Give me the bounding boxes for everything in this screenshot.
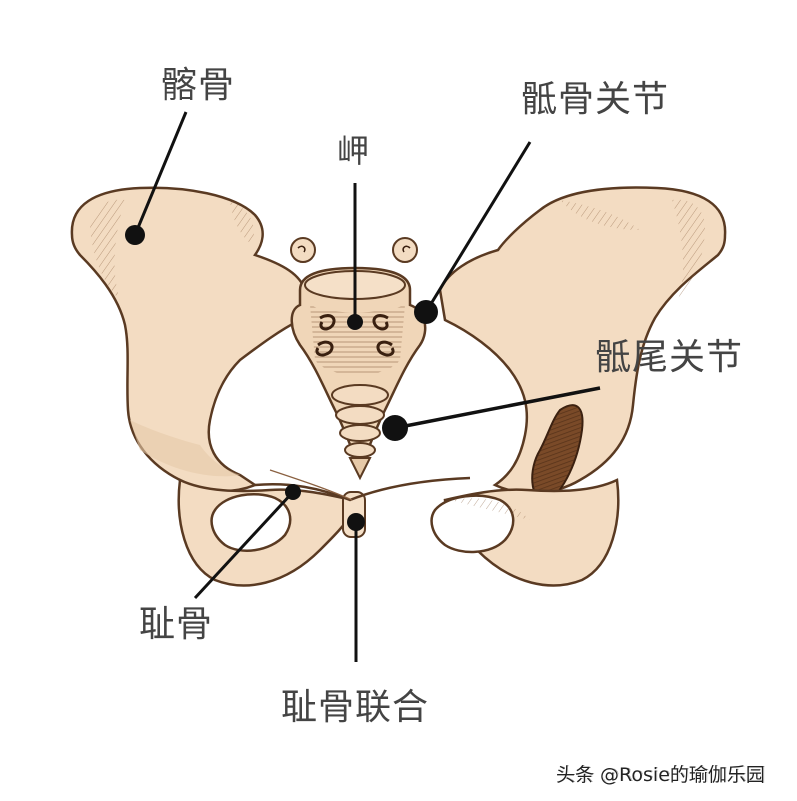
pointer-dot-sacroiliac [414, 300, 438, 324]
coccyx [331, 384, 389, 481]
pointer-dot-sacrococcygeal [382, 415, 408, 441]
label-ilium: 髂骨 [161, 65, 236, 106]
label-pubic-symphysis: 耻骨联合 [281, 687, 430, 728]
label-sacroiliac-joint: 骶骨关节 [521, 79, 670, 120]
label-sacrococcygeal-joint: 骶尾关节 [595, 337, 744, 378]
watermark: 头条 @Rosie的瑜伽乐园 [556, 764, 765, 786]
pointer-sacroiliac [424, 141, 532, 313]
pointer-dot-ilium [125, 225, 145, 245]
pointer-dot-pubis [285, 484, 301, 500]
right-ilium [438, 186, 727, 507]
pointer-dot-symphysis [347, 513, 365, 531]
pointer-sacrococcygeal [394, 386, 601, 430]
left-ilium [70, 186, 307, 493]
pointers [125, 111, 601, 662]
sacrum [290, 237, 427, 474]
pointer-dot-promontory [347, 314, 363, 330]
pointer-pubis [193, 490, 295, 600]
label-promontory: 岬 [337, 132, 371, 170]
pointer-ilium [133, 111, 188, 236]
label-pubis: 耻骨 [139, 604, 214, 645]
